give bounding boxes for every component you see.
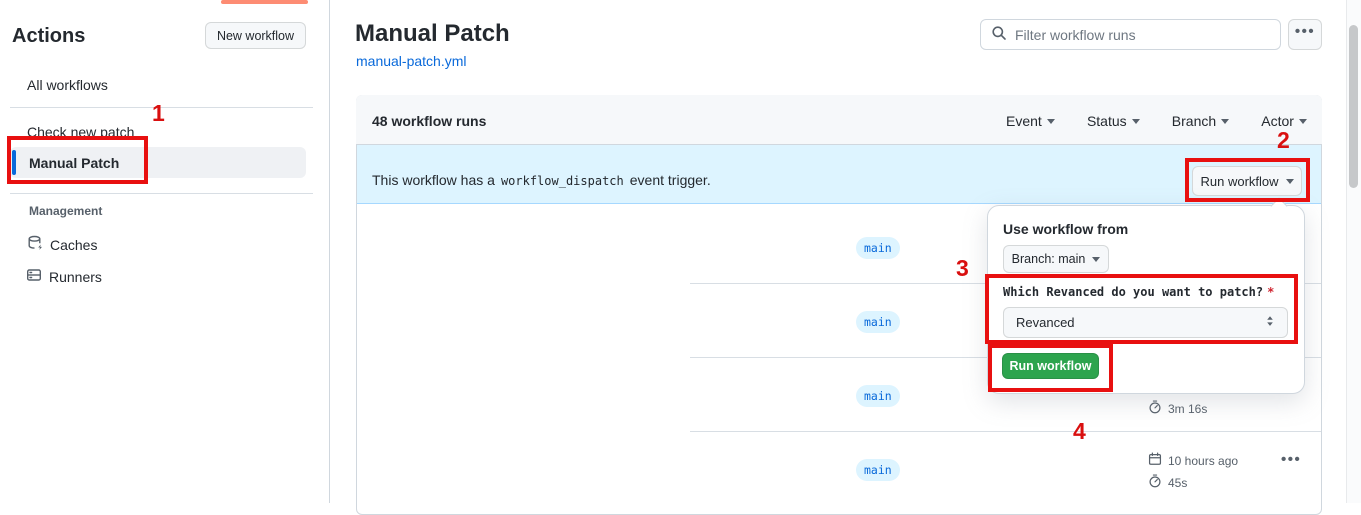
workflow-dispatch-banner: [357, 145, 1321, 204]
calendar-icon: [1148, 452, 1162, 469]
annotation-number-1: 1: [152, 100, 165, 126]
stopwatch-icon: [1148, 474, 1162, 491]
new-workflow-button[interactable]: New workflow: [205, 22, 306, 49]
kebab-horizontal-icon: •••: [1294, 23, 1316, 40]
search-icon: [991, 25, 1007, 44]
run-options-kebab-icon[interactable]: •••: [1281, 451, 1302, 468]
branch-badge[interactable]: main: [856, 459, 900, 481]
sidebar-item-all-workflows[interactable]: All workflows: [27, 77, 108, 93]
required-marker: *: [1267, 285, 1275, 299]
page-title: Manual Patch: [355, 20, 510, 47]
workflow-input-label: Which Revanced do you want to patch?*: [1003, 285, 1275, 299]
filter-runs-search[interactable]: [980, 19, 1281, 50]
sidebar-section-divider: [10, 107, 313, 108]
branch-selector-button[interactable]: Branch: main: [1003, 245, 1109, 273]
chevron-down-icon: [1092, 256, 1101, 262]
runs-table-header: [356, 95, 1322, 145]
selected-item-accent-bar: [12, 150, 16, 175]
sidebar-item-check-new-patch[interactable]: Check new patch: [27, 124, 135, 140]
select-up-down-icon: [1263, 314, 1277, 331]
revanced-select[interactable]: Revanced: [1003, 307, 1288, 338]
chevron-down-icon: [1285, 178, 1294, 184]
chevron-down-icon: [1298, 118, 1307, 124]
filter-status[interactable]: Status: [1087, 113, 1140, 129]
cache-icon: [27, 235, 43, 254]
sidebar-item-caches[interactable]: Caches: [27, 235, 97, 254]
management-section-label: Management: [29, 204, 103, 218]
search-input[interactable]: [1015, 26, 1270, 43]
sidebar-item-manual-patch[interactable]: [10, 147, 306, 178]
workflow-dispatch-banner-text: This workflow has a workflow_dispatch ev…: [372, 172, 711, 188]
row-divider: [690, 431, 1321, 432]
run-duration: 45s: [1148, 474, 1187, 491]
run-duration: 3m 16s: [1148, 400, 1207, 417]
runners-icon: [26, 267, 42, 286]
branch-badge[interactable]: main: [856, 311, 900, 333]
runs-filter-bar: Event Status Branch Actor: [1006, 113, 1307, 129]
branch-badge[interactable]: main: [856, 237, 900, 259]
chevron-down-icon: [1131, 118, 1140, 124]
chevron-down-icon: [1046, 118, 1055, 124]
sidebar-item-runners[interactable]: Runners: [26, 267, 102, 286]
dialog-heading: Use workflow from: [1003, 221, 1129, 237]
sidebar-divider: [329, 0, 330, 503]
workflow-options-button[interactable]: •••: [1288, 19, 1322, 50]
dispatch-code: workflow_dispatch: [500, 174, 624, 188]
page-scrollbar-thumb[interactable]: [1349, 25, 1358, 188]
chevron-down-icon: [1221, 118, 1230, 124]
filter-actor[interactable]: Actor: [1261, 113, 1307, 129]
sidebar-title: Actions: [12, 25, 86, 47]
sidebar-item-manual-patch-label: Manual Patch: [29, 155, 120, 171]
run-workflow-submit-button[interactable]: Run workflow: [1002, 353, 1099, 379]
run-workflow-dropdown-button[interactable]: Run workflow: [1192, 166, 1302, 196]
sidebar-item-runners-label: Runners: [49, 268, 102, 285]
workflow-runs-count: 48 workflow runs: [372, 113, 487, 129]
actions-tab-indicator: [221, 0, 308, 4]
filter-branch[interactable]: Branch: [1172, 113, 1230, 129]
sidebar-section-divider: [10, 193, 313, 194]
filter-event[interactable]: Event: [1006, 113, 1055, 129]
workflow-file-link[interactable]: manual-patch.yml: [356, 53, 467, 69]
branch-badge[interactable]: main: [856, 385, 900, 407]
sidebar-item-caches-label: Caches: [50, 236, 98, 253]
run-date: 10 hours ago: [1148, 452, 1238, 469]
stopwatch-icon: [1148, 400, 1162, 417]
